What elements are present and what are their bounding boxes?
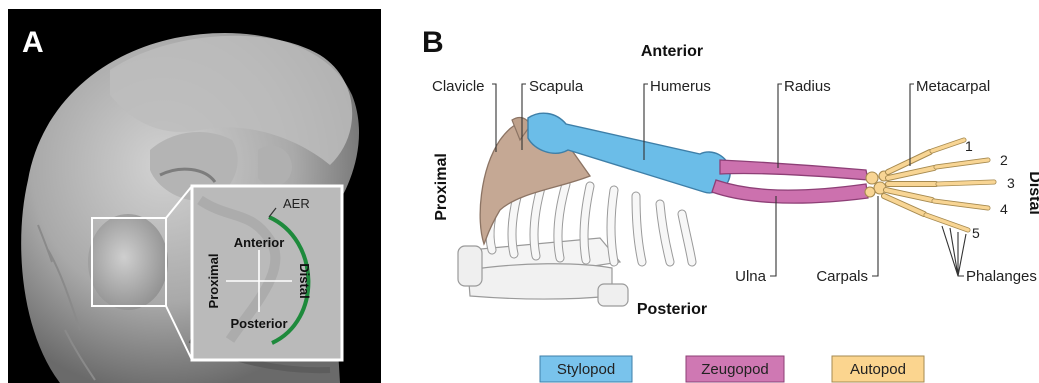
inset-posterior-label: Posterior	[230, 316, 287, 331]
panel-a: AER Anterior Posterior Proximal Distal A	[8, 9, 381, 383]
hand-autopod	[865, 140, 994, 230]
digit-number-2: 2	[1000, 152, 1008, 168]
inset-anterior-label: Anterior	[234, 235, 285, 250]
panel-b-letter: B	[422, 26, 444, 59]
proximal-label: Proximal	[433, 153, 450, 221]
phalanges-label: Phalanges	[966, 268, 1037, 285]
digit-number-5: 5	[972, 225, 980, 241]
inset-distal-label: Distal	[297, 263, 312, 298]
clavicle-leader	[492, 84, 496, 152]
clavicle-label: Clavicle	[432, 78, 485, 95]
zoom-inset: AER Anterior Posterior Proximal Distal	[192, 186, 342, 360]
ulna-label: Ulna	[735, 268, 767, 285]
humerus-label: Humerus	[650, 78, 711, 95]
panel-b: B Anterior Posterior Proximal Distal	[422, 26, 1039, 382]
panel-a-letter: A	[22, 26, 44, 59]
distal-label: Distal	[1026, 171, 1039, 215]
digit-number-3: 3	[1007, 175, 1015, 191]
radius-leader	[778, 84, 782, 168]
radius-bone	[720, 160, 868, 180]
aer-label: AER	[283, 196, 310, 211]
ulna-leader	[770, 196, 776, 276]
metacarpal-leader	[910, 84, 914, 166]
legend-label-stylopod: Stylopod	[557, 361, 615, 378]
legend-label-zeugopod: Zeugopod	[701, 361, 769, 378]
carpals-label: Carpals	[816, 268, 868, 285]
phalanges-leader	[942, 226, 966, 276]
inset-proximal-label: Proximal	[206, 254, 221, 309]
legend-label-autopod: Autopod	[850, 361, 906, 378]
scapula-label: Scapula	[529, 78, 584, 95]
posterior-label: Posterior	[637, 301, 707, 318]
radius-label: Radius	[784, 78, 831, 95]
digit-number-1: 1	[965, 138, 973, 154]
digit-number-4: 4	[1000, 201, 1008, 217]
anterior-label: Anterior	[641, 43, 703, 60]
legend: Stylopod Zeugopod Autopod	[540, 356, 924, 382]
carpals-leader	[872, 196, 878, 276]
metacarpal-label: Metacarpal	[916, 78, 990, 95]
ulna-bone	[712, 180, 868, 203]
